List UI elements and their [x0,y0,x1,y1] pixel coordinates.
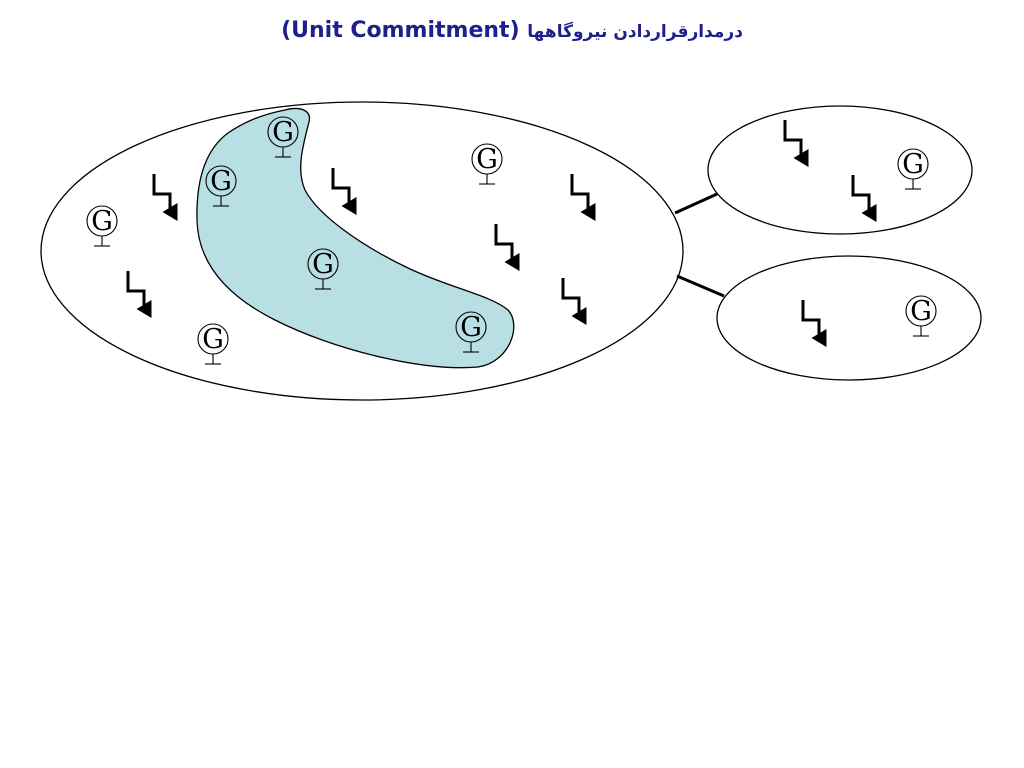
generator-symbol: G [471,143,503,185]
load-arrow-icon [851,175,877,222]
generator-label: G [902,149,924,180]
generator-label: G [910,296,932,327]
generator-label: G [272,117,294,148]
slide-title: (Unit Commitment) درمدارقراردادن نیروگاه… [0,18,1024,43]
load-arrow-icon [783,120,809,167]
generator-symbol: G [455,311,487,353]
title-latin: (Unit Commitment) [281,18,520,43]
loads [126,120,877,347]
generator-label: G [460,312,482,343]
generator-symbol: G [197,323,229,365]
load-arrow-icon [126,271,152,318]
tie-line-bottom [676,274,725,298]
committed-units-region [196,107,515,369]
area-top-right-ellipse [707,105,973,235]
generator-symbol: G [897,148,929,190]
generator-symbol: G [86,205,118,247]
load-arrow-icon [331,168,357,215]
load-arrow-icon [561,278,587,325]
load-arrow-icon [570,174,596,221]
load-arrow-icon [494,224,520,271]
tie-line-top [674,192,718,215]
generator-symbol: G [205,165,237,207]
main-area-ellipse [40,101,684,401]
generator-label: G [210,166,232,197]
generator-symbol: G [307,248,339,290]
generator-label: G [312,249,334,280]
generator-label: G [91,206,113,237]
area-bottom-right-ellipse [716,255,982,381]
title-persian: درمدارقراردادن نیروگاهها [527,22,743,42]
load-arrow-icon [152,174,178,221]
generators: G G G G G G G G G [86,116,937,365]
generator-label: G [476,144,498,175]
load-arrow-icon [801,300,827,347]
generator-symbol: G [267,116,299,158]
generator-label: G [202,324,224,355]
generator-symbol: G [905,295,937,337]
